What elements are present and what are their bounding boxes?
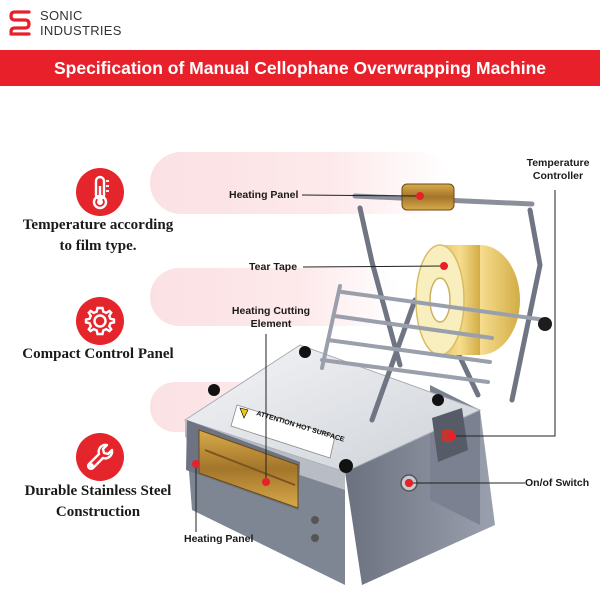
front-panel-screws xyxy=(311,516,319,542)
feature-control-panel-badge xyxy=(76,297,124,345)
feature-control-panel-label: Compact Control Panel xyxy=(22,346,174,362)
feature-temperature-badge xyxy=(76,168,124,216)
brand-name-line1: SONIC xyxy=(40,8,83,23)
top-heating-bar xyxy=(352,183,535,211)
front-heating-panel xyxy=(186,420,300,510)
thermometer-icon xyxy=(92,175,109,210)
title-banner: Specification of Manual Cellophane Overw… xyxy=(0,50,600,86)
callout-lines xyxy=(195,190,556,532)
gear-icon xyxy=(84,306,116,336)
plate-knobs xyxy=(208,346,444,473)
brand-logo: SONIC INDUSTRIES xyxy=(8,6,168,40)
brand-name-line2: INDUSTRIES xyxy=(40,23,122,38)
highlight-blob-1 xyxy=(150,152,450,214)
callout-dots xyxy=(192,192,456,487)
feature-temperature-label: Temperature according to film type. xyxy=(22,217,174,254)
brand-mark-icon xyxy=(9,10,31,36)
callout-on-off-switch: On/of Switch xyxy=(525,477,590,489)
roll-knob xyxy=(538,317,552,331)
wrench-icon xyxy=(86,443,114,471)
callout-heating-panel-top: Heating Panel xyxy=(229,189,299,201)
callout-tear-tape: Tear Tape xyxy=(249,261,298,273)
film-roll xyxy=(415,244,520,356)
page-title: Specification of Manual Cellophane Overw… xyxy=(53,58,547,78)
feature-steel-badge xyxy=(76,433,124,481)
callout-heating-panel-bottom: Heating Panel xyxy=(184,533,254,545)
callout-temperature-controller: Temperature Controller xyxy=(526,157,590,182)
callout-heating-cutting-element: Heating Cutting Element xyxy=(231,305,311,330)
guide-rods xyxy=(320,284,547,384)
feature-steel-label: Durable Stainless Steel Construction xyxy=(24,483,172,520)
highlight-blob-2 xyxy=(150,268,400,326)
